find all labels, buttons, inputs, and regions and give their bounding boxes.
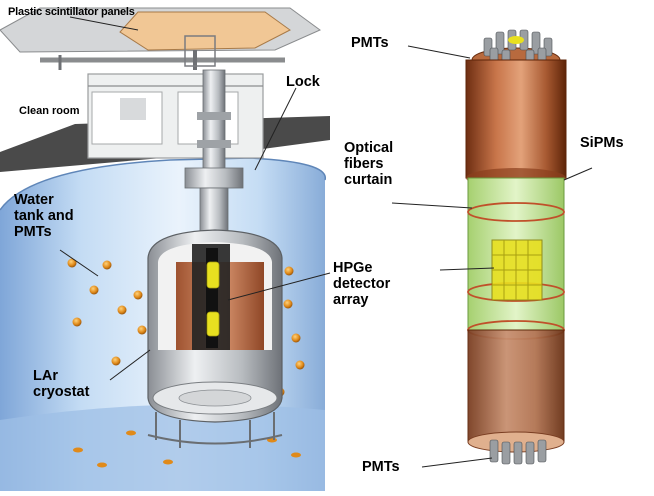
label-hpge-line2: detector [333,276,391,293]
leader-lines [59,16,593,468]
copper-cylinder-bottom [467,329,565,453]
clean-room [0,73,330,172]
copper-cylinder-top [465,59,567,188]
label-optical-line2: fibers [344,156,384,173]
lock-column [184,69,244,233]
label-pmts-top: PMTs [351,35,389,51]
label-water-tank-line1: Water [14,192,54,208]
lar-cryostat [147,229,283,448]
label-optical-fibers: Optical fibers curtain [344,140,393,189]
label-lar-cryostat: LAr cryostat [33,368,89,400]
label-water-tank: Water tank and PMTs [14,192,74,241]
pmt-array-bottom [489,439,547,465]
label-lar-line2: cryostat [33,384,90,401]
label-plastic-panels: Plastic scintillator panels [8,6,135,18]
label-lock: Lock [286,74,320,90]
label-hpge-line1: HPGe [333,260,373,276]
label-hpge: HPGe detector array [333,260,390,309]
label-pmts-bottom: PMTs [362,459,400,475]
label-optical-line3: curtain [344,172,393,189]
label-water-tank-line3: PMTs [14,224,52,241]
label-water-tank-line2: tank and [14,208,74,225]
hpge-detector-array [491,239,543,301]
label-clean-room: Clean room [19,105,80,117]
label-sipms: SiPMs [580,135,624,151]
label-optical-line1: Optical [344,140,394,156]
label-lar-line1: LAr [33,368,58,384]
label-hpge-line3: array [333,292,369,309]
